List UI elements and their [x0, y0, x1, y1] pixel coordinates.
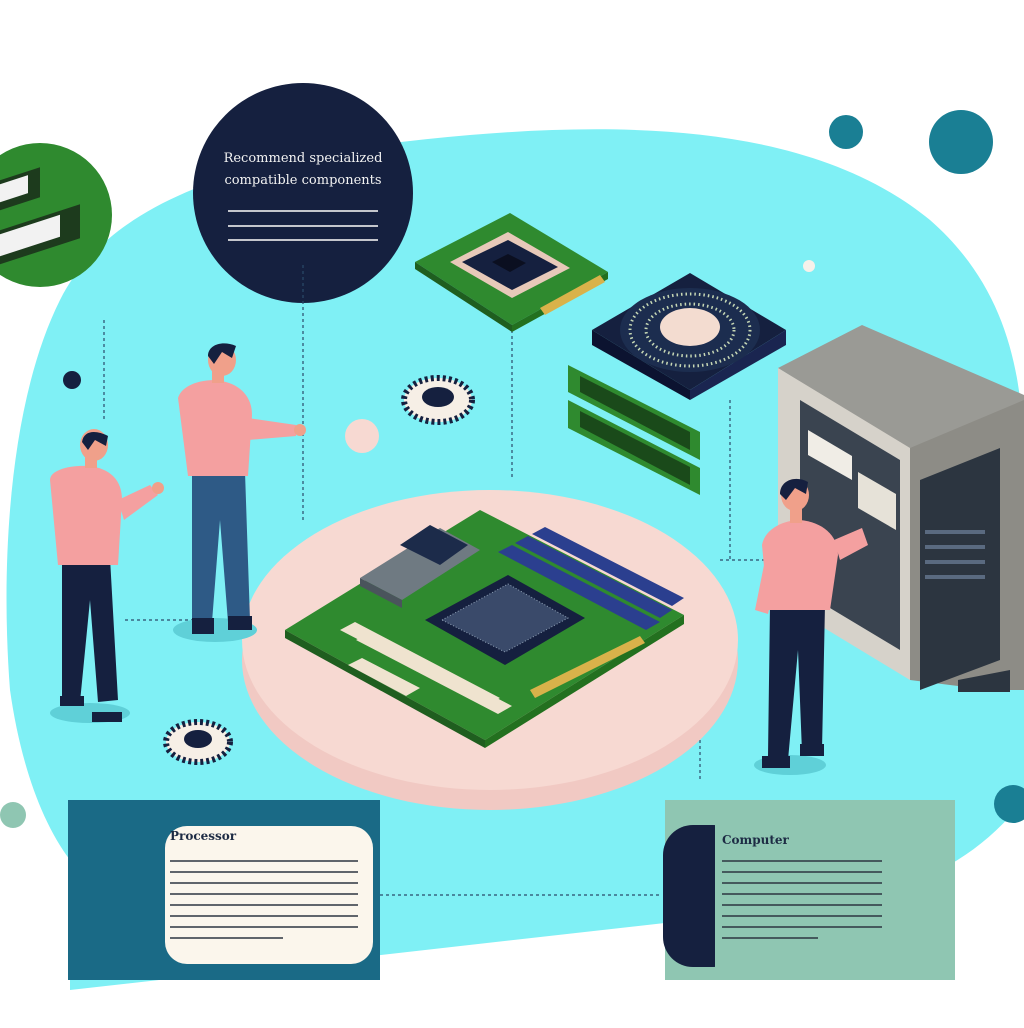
person-right — [754, 478, 868, 775]
deco-dot — [0, 802, 26, 828]
deco-dot — [345, 419, 379, 453]
cpu-chip — [415, 213, 608, 332]
callout-text-line1: Recommend specialized — [223, 151, 383, 166]
card-left-title: Processor — [170, 829, 237, 843]
deco-dot — [803, 260, 815, 272]
card-left-body-lines — [170, 860, 358, 948]
ram-circle — [0, 143, 112, 287]
callout-text-line2: compatible components — [224, 173, 382, 188]
deco-dot — [994, 785, 1024, 823]
deco-dot — [63, 371, 81, 389]
deco-dot — [929, 110, 993, 174]
card-right-title: Computer — [722, 833, 789, 847]
card-right — [663, 800, 955, 980]
heatsink-small-top — [401, 375, 475, 425]
motherboard — [285, 510, 684, 748]
card-right-body-lines — [722, 860, 882, 948]
ram-sticks — [568, 365, 700, 495]
heatsink-small-bottom — [163, 719, 233, 765]
person-middle — [173, 343, 306, 642]
cpu-fan — [592, 273, 786, 400]
deco-dot — [829, 115, 863, 149]
callout-circle — [193, 83, 413, 303]
person-left — [50, 429, 164, 723]
